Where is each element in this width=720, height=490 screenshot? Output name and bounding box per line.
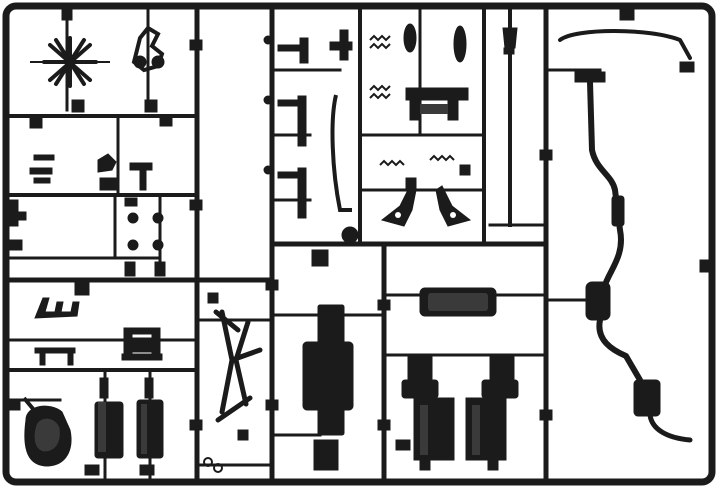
linkage-part xyxy=(131,25,165,113)
cross-frame-part xyxy=(213,309,263,423)
exhaust-part xyxy=(558,29,693,443)
spring-part xyxy=(369,34,455,167)
tank-part xyxy=(302,249,354,471)
block-part xyxy=(121,327,163,361)
engine-part-right xyxy=(465,353,519,471)
parts xyxy=(9,7,711,476)
bracket-part xyxy=(263,35,309,219)
seat-part xyxy=(22,396,72,467)
engine-part-left xyxy=(401,353,455,471)
